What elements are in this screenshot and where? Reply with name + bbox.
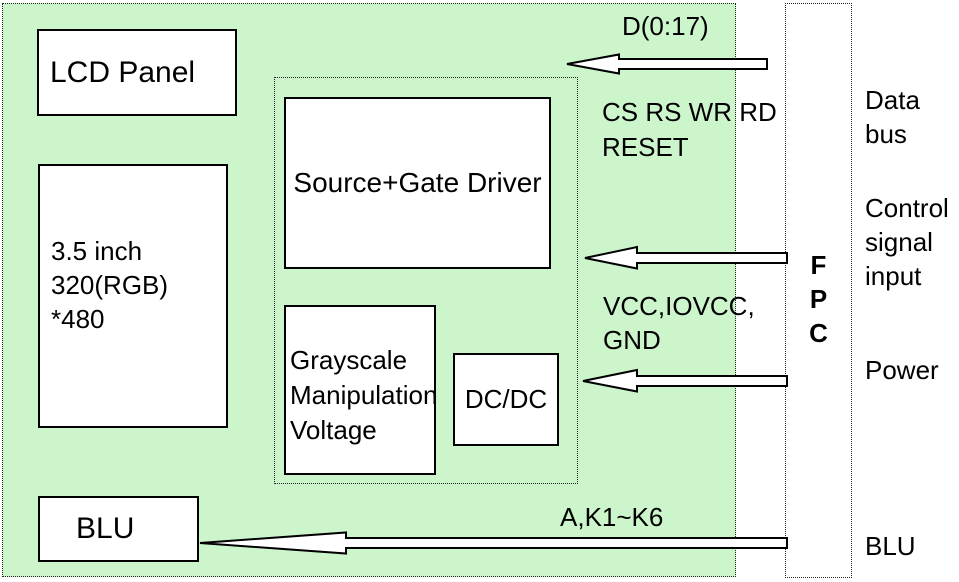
source-gate-driver-label: Source+Gate Driver <box>293 167 542 198</box>
data-bus-external-line1: Data <box>865 85 920 115</box>
power-signal-line2: GND <box>603 325 661 355</box>
fpc-letter-p: P <box>809 284 828 314</box>
power-signal-label: VCC,IOVCC, GND <box>603 289 755 357</box>
panel-resolution-label: 320(RGB) *480 <box>51 270 169 334</box>
control-external-line3: input <box>865 261 922 291</box>
lcd-panel-box: LCD Panel <box>37 29 237 116</box>
grayscale-line3: Voltage <box>290 415 377 445</box>
power-signal-line1: VCC,IOVCC, <box>603 291 755 321</box>
data-bus-signal-label: D(0:17) <box>622 11 709 41</box>
grayscale-line1: Grayscale <box>290 345 408 375</box>
data-bus-external-label: Data bus <box>865 83 920 151</box>
fpc-letter-c: C <box>809 318 828 348</box>
power-external-label: Power <box>865 355 939 385</box>
control-signal-line1: CS RS WR RD <box>602 97 777 127</box>
data-bus-external-line2: bus <box>865 119 907 149</box>
panel-size-label: 3.5 inch <box>51 236 143 266</box>
grayscale-line2: Manipulation <box>290 380 438 410</box>
blu-box: BLU <box>38 496 199 562</box>
source-gate-driver-box: Source+Gate Driver <box>284 97 551 269</box>
control-signal-label: CS RS WR RD RESET <box>602 95 777 165</box>
blu-external-label: BLU <box>865 531 916 561</box>
grayscale-voltage-box: Grayscale Manipulation Voltage <box>284 305 437 475</box>
panel-spec-text: 3.5 inch 320(RGB) *480 <box>51 234 226 336</box>
fpc-letter-f: F <box>810 250 827 280</box>
blu-box-label: BLU <box>76 512 135 545</box>
control-external-line1: Control <box>865 193 949 223</box>
dcdc-label: DC/DC <box>464 384 548 414</box>
fpc-label: F P C <box>786 248 851 350</box>
control-external-label: Control signal input <box>865 191 949 293</box>
grayscale-voltage-text: Grayscale Manipulation Voltage <box>290 343 437 448</box>
control-signal-line2: RESET <box>602 132 689 162</box>
panel-spec-box: 3.5 inch 320(RGB) *480 <box>38 164 228 428</box>
backlight-signal-label: A,K1~K6 <box>560 502 664 532</box>
control-external-line2: signal <box>865 227 933 257</box>
dcdc-converter-box: DC/DC <box>453 353 559 446</box>
fpc-connector-box: F P C <box>785 3 852 578</box>
driver-ic-group <box>274 77 578 484</box>
lcd-panel-label: LCD Panel <box>50 55 196 89</box>
